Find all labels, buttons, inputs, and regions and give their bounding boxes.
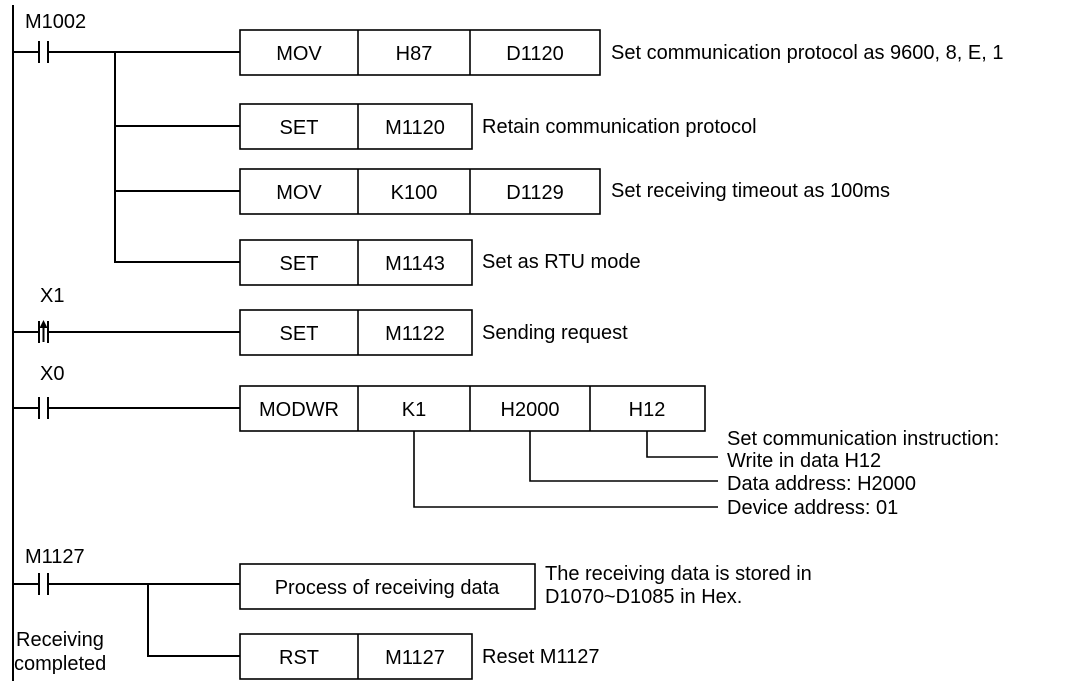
instruction-cell: SET: [280, 323, 319, 345]
rising-edge-contact-icon: [12, 320, 241, 343]
rung-1: M1002 MOV H87 D1120 Set communication pr…: [12, 11, 1003, 286]
instruction-cell: MOV: [276, 43, 322, 65]
instruction-comment: Retain communication protocol: [482, 116, 757, 138]
annotation-line: Data address: H2000: [727, 473, 916, 495]
instruction-comment: Reset M1127: [482, 646, 599, 668]
instruction-cell: M1143: [385, 253, 445, 275]
instruction-cell: D1120: [506, 43, 563, 65]
contact-label: M1002: [25, 11, 86, 33]
instruction-box: Process of receiving data: [239, 563, 536, 610]
instruction-cell: K100: [391, 182, 438, 204]
instruction-cell: Process of receiving data: [275, 577, 500, 599]
instruction-cell: H87: [396, 43, 433, 65]
instruction-cell: MODWR: [259, 399, 339, 421]
instruction-box: SET M1143: [239, 239, 473, 286]
contact-label: X0: [40, 363, 64, 385]
normally-open-contact-icon: [12, 41, 241, 63]
instruction-cell: SET: [280, 117, 319, 139]
instruction-box: MODWR K1 H2000 H12: [239, 385, 706, 432]
rung-4: M1127 Process of receiving data The rece…: [12, 546, 812, 680]
instruction-cell: K1: [402, 399, 426, 421]
instruction-cell: RST: [279, 647, 319, 669]
annotation-heading: Set communication instruction:: [727, 428, 999, 450]
leader-lines: [413, 431, 718, 508]
contact-label: X1: [40, 285, 64, 307]
instruction-comment: Sending request: [482, 322, 628, 344]
instruction-comment: The receiving data is stored in: [545, 563, 812, 585]
instruction-comment: Set communication protocol as 9600, 8, E…: [611, 42, 1003, 64]
instruction-box: MOV H87 D1120: [239, 29, 601, 76]
instruction-comment: Set receiving timeout as 100ms: [611, 180, 890, 202]
instruction-cell: H12: [629, 399, 666, 421]
instruction-comment: Set as RTU mode: [482, 251, 641, 273]
instruction-box: SET M1122: [239, 309, 473, 356]
instruction-cell: M1120: [385, 117, 445, 139]
normally-open-contact-icon: [12, 573, 241, 595]
contact-note: completed: [14, 653, 106, 675]
instruction-cell: M1127: [385, 647, 445, 669]
instruction-box: SET M1120: [239, 103, 473, 150]
normally-open-contact-icon: [12, 397, 241, 419]
instruction-cell: M1122: [385, 323, 445, 345]
instruction-comment: D1070~D1085 in Hex.: [545, 586, 742, 608]
instruction-box: MOV K100 D1129: [239, 168, 601, 215]
annotation-line: Write in data H12: [727, 450, 881, 472]
rung-3: X0 MODWR K1 H2000 H12 Set communication …: [12, 363, 999, 519]
contact-label: M1127: [25, 546, 85, 568]
annotation-line: Device address: 01: [727, 497, 898, 519]
instruction-box: RST M1127: [239, 633, 473, 680]
contact-note: Receiving: [16, 629, 104, 651]
instruction-cell: D1129: [506, 182, 563, 204]
instruction-cell: MOV: [276, 182, 322, 204]
instruction-cell: SET: [280, 253, 319, 275]
rung-2: X1 SET M1122 Sending request: [12, 285, 628, 356]
instruction-cell: H2000: [501, 399, 560, 421]
